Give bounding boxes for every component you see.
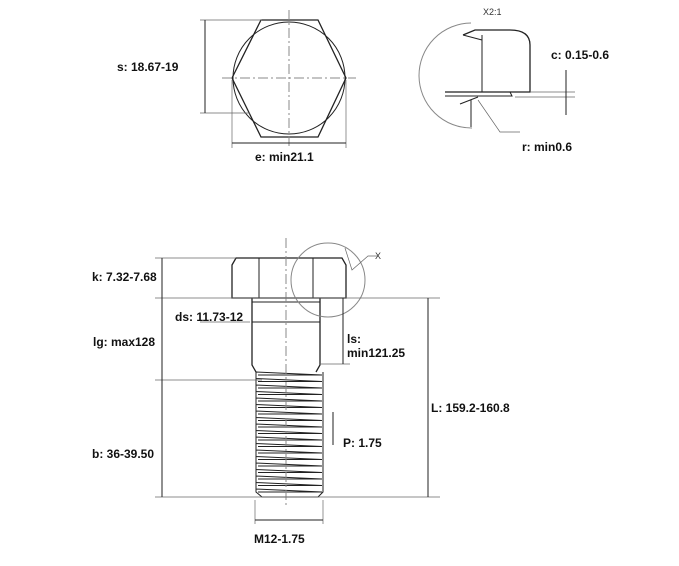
lg-label: lg: max128 [93, 335, 156, 349]
r-label: r: min0.6 [522, 140, 573, 154]
k-label: k: 7.32-7.68 [92, 270, 157, 284]
top-view [200, 10, 356, 148]
ls-label-1: ls: [347, 332, 362, 346]
side-view [155, 238, 440, 524]
detail-scale-label: X2:1 [483, 7, 502, 17]
thread-profile [255, 371, 324, 498]
detail-x-view [418, 22, 575, 133]
e-label: e: min21.1 [255, 150, 314, 164]
P-label: P: 1.75 [343, 436, 382, 450]
bolt-head [231, 257, 347, 299]
detail-marker-label: X [375, 251, 382, 261]
thread-lines [255, 371, 324, 498]
s-label: s: 18.67-19 [117, 60, 179, 74]
detail-circle [290, 242, 366, 318]
thread-label: M12-1.75 [254, 532, 305, 546]
ls-label-2: min121.25 [347, 346, 406, 360]
ds-label: ds: 11.73-12 [175, 310, 244, 324]
L-label: L: 159.2-160.8 [431, 401, 510, 415]
bolt-shank [251, 298, 321, 373]
b-label: b: 36-39.50 [92, 447, 155, 461]
c-label: c: 0.15-0.6 [551, 48, 610, 62]
